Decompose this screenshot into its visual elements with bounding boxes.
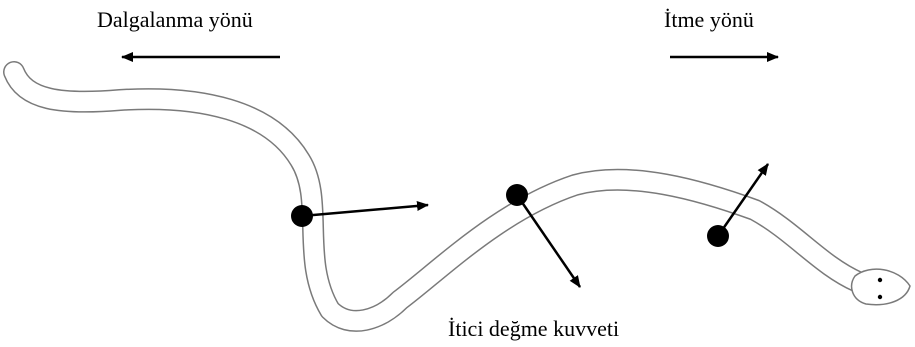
undulation-direction-label: Dalgalanma yönü [97,7,253,32]
snake-eye-bottom [877,294,883,300]
snake-body [3,61,881,332]
contact-force-arrow-1 [301,200,429,218]
snake-head [850,268,911,306]
contact-force-arrow-3 [716,163,770,237]
contact-force-label: İtici değme kuvveti [448,316,620,341]
contact-force-arrow-2 [515,194,582,288]
thrust-direction-label: İtme yönü [664,7,754,32]
snake-eye-top [877,277,883,283]
